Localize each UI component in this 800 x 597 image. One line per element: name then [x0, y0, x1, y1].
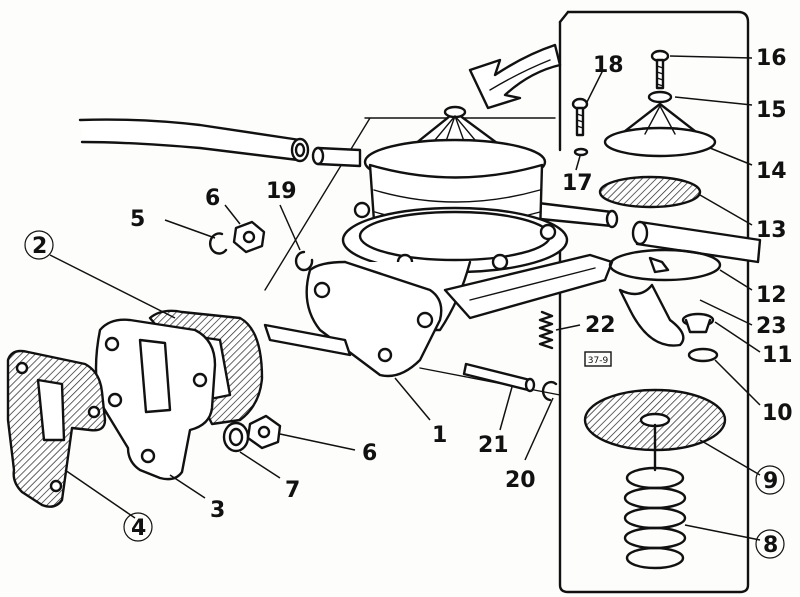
part-11-valve	[681, 312, 715, 334]
label-22: 22	[585, 313, 616, 338]
callout-circle-4	[123, 512, 153, 542]
part-15-washer	[647, 90, 673, 104]
part-14-cover	[603, 102, 717, 158]
part-22-spring	[538, 310, 554, 350]
callout-circle-9	[755, 465, 785, 495]
inset-frame-top-ext	[558, 10, 570, 24]
label-10: 10	[762, 401, 793, 426]
part-6-nut-top	[232, 220, 266, 254]
part-17-washer	[573, 147, 589, 157]
label-19: 19	[266, 179, 297, 204]
label-6-bottom: 6	[362, 441, 377, 466]
leader-lines	[49, 55, 761, 541]
label-11: 11	[762, 343, 793, 368]
label-20: 20	[505, 468, 536, 493]
part-7-washer	[222, 421, 250, 453]
label-1: 1	[432, 423, 447, 448]
rotation-arrow	[468, 43, 562, 110]
stamp-text: 37-9	[588, 356, 609, 366]
part-20-circlip	[541, 380, 558, 402]
label-18: 18	[593, 53, 624, 78]
label-8: 8	[763, 533, 778, 558]
pump-body	[263, 105, 619, 378]
label-9: 9	[763, 469, 778, 494]
stamp-mark: 37-9	[584, 351, 612, 367]
part-21-pin	[462, 362, 536, 393]
label-15: 15	[756, 98, 787, 123]
part-12-gasket	[608, 248, 722, 282]
label-2: 2	[32, 234, 47, 259]
part-16-screw	[650, 49, 670, 90]
fuel-hose-right	[631, 220, 762, 264]
part-8-spring	[623, 423, 687, 570]
part-13-filter	[598, 175, 702, 209]
label-14: 14	[756, 159, 787, 184]
part-10-ring	[687, 347, 719, 363]
part-3-plate	[94, 318, 217, 481]
part-4-gasket	[6, 349, 107, 508]
part-5-circlip	[209, 232, 228, 255]
label-16: 16	[756, 46, 787, 71]
inset-frame	[558, 10, 750, 594]
label-6-top: 6	[205, 186, 220, 211]
label-21: 21	[478, 433, 509, 458]
part-23-clip	[618, 256, 685, 347]
fuel-hose-left	[78, 118, 310, 163]
label-23: 23	[756, 314, 787, 339]
label-12: 12	[756, 283, 787, 308]
part-18-screw	[571, 97, 589, 137]
callout-circle-2	[24, 230, 54, 260]
label-3: 3	[210, 498, 225, 523]
label-7: 7	[285, 478, 300, 503]
part-6-nut-bottom	[246, 414, 282, 450]
label-17: 17	[562, 171, 593, 196]
callout-circle-8	[755, 529, 785, 559]
label-4: 4	[131, 516, 146, 541]
part-19-circlip	[294, 250, 314, 272]
label-13: 13	[756, 218, 787, 243]
label-5: 5	[130, 207, 145, 232]
